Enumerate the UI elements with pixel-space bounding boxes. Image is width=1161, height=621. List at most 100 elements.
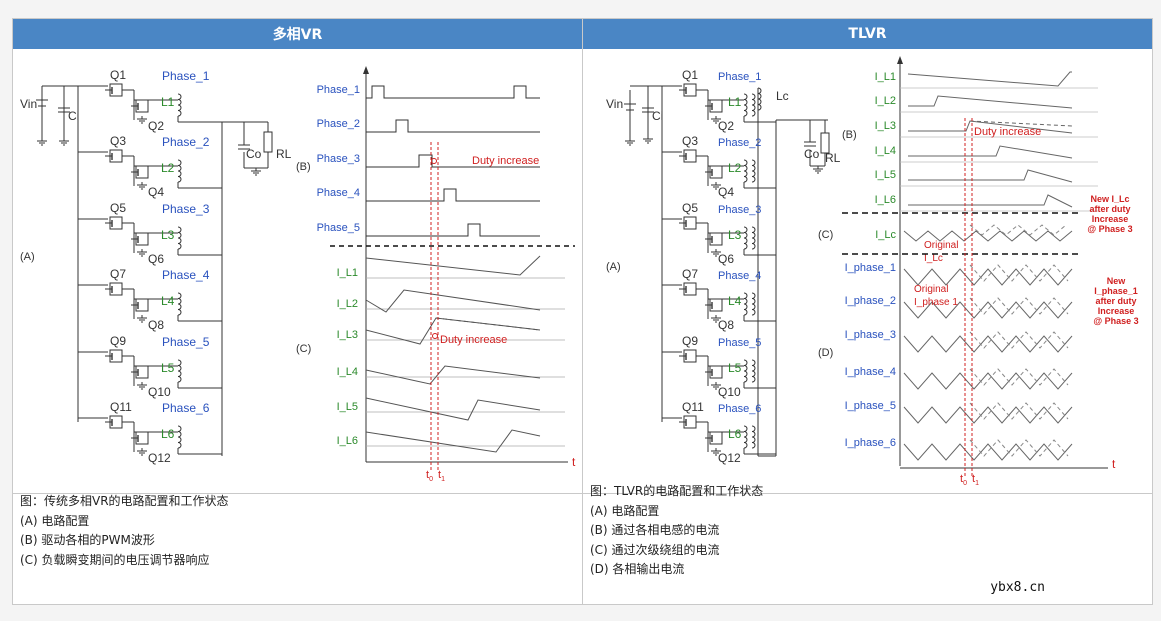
r-phase-label: Phase_5	[718, 337, 761, 349]
r-secondary-coil	[751, 93, 756, 117]
r-iphase-label: I_phase_3	[845, 329, 896, 341]
mosfet-label-high: Q9	[110, 334, 126, 348]
r-inductor-label: L6	[728, 427, 742, 441]
r-inductor-label: L1	[728, 95, 742, 109]
inductor-label: L6	[161, 427, 175, 441]
r-orig-ph-2: I_phase 1	[914, 297, 958, 308]
pwm-label: Phase_4	[317, 187, 360, 199]
left-label-a: (A)	[20, 251, 35, 263]
r-iphase-label: I_phase_1	[845, 262, 896, 274]
r-rl-resistor	[820, 132, 830, 154]
caption-left-title: 图：传统多相VR的电路配置和工作状态	[20, 494, 229, 508]
rl-resistor	[263, 131, 273, 153]
inductor-label: L1	[161, 95, 175, 109]
caption-right-d: (D) 各相输出电流	[590, 562, 685, 576]
pwm-label: Phase_3	[317, 153, 360, 165]
current-new-dashed	[435, 317, 541, 331]
caption-left: 图：传统多相VR的电路配置和工作状态 (A) 电路配置 (B) 驱动各相的PWM…	[20, 492, 229, 570]
ci-label: Ci	[68, 109, 79, 123]
r-secondary-coil	[751, 159, 756, 183]
current-label: I_L5	[337, 401, 358, 413]
r-mosfet-label-low: Q2	[718, 119, 734, 133]
r-iphase-new-dashed	[969, 368, 1069, 386]
r-phase-label: Phase_3	[718, 204, 761, 216]
duty-label-current: Duty increase	[440, 334, 507, 346]
inductor	[177, 359, 182, 383]
r-t0-label: t0	[960, 473, 967, 487]
current-waveform	[365, 289, 541, 313]
r-current-label: I_L1	[875, 71, 896, 83]
r-current-label: I_L5	[875, 169, 896, 181]
r-mosfet-label-high: Q9	[682, 334, 698, 348]
r-iphase-label: I_phase_2	[845, 295, 896, 307]
r-orig-ph-1: Original	[914, 284, 948, 295]
inductor-label: L3	[161, 228, 175, 242]
r-ilc-label: I_Lc	[875, 229, 896, 241]
vin-label: Vin	[20, 97, 37, 111]
left-label-b: (B)	[296, 161, 311, 173]
r-current-waveform	[908, 145, 1073, 159]
caption-divider	[13, 493, 1152, 494]
r-new-lc-text: after duty	[1089, 204, 1130, 214]
duty-label-pwm: Duty increase	[472, 155, 539, 167]
r-ilc-new-dashed	[969, 224, 1067, 236]
r-ilc-waveform	[903, 230, 1073, 242]
r-time-axis-label: t	[1112, 457, 1116, 471]
r-lc-inductor	[757, 87, 762, 111]
mosfet-label-low: Q4	[148, 185, 164, 199]
r-mosfet-label-high: Q3	[682, 134, 698, 148]
caption-right-title: 图：TLVR的电路配置和工作状态	[590, 484, 764, 498]
column-divider	[582, 19, 583, 604]
pwm-waveform	[366, 85, 540, 99]
mosfet-label-low: Q6	[148, 252, 164, 266]
r-current-label: I_L3	[875, 120, 896, 132]
co-label: Co	[246, 147, 262, 161]
r-current-waveform	[908, 120, 1073, 134]
r-phase-label: Phase_6	[718, 403, 761, 415]
r-inductor	[743, 359, 748, 383]
mosfet-label-low: Q12	[148, 451, 171, 465]
caption-right-c: (C) 通过次级绕组的电流	[590, 542, 720, 557]
r-t1-label: t1	[972, 473, 979, 487]
current-waveform	[365, 397, 541, 421]
inductor	[177, 93, 182, 117]
r-duty-label: Duty increase	[974, 126, 1041, 138]
r-iphase-waveform	[903, 443, 1073, 461]
r-secondary-coil	[751, 425, 756, 449]
r-new-ph-text: Increase	[1098, 306, 1135, 316]
phase-label: Phase_2	[162, 135, 210, 149]
r-lc-label: Lc	[776, 89, 789, 103]
left-axis-arrow	[363, 66, 369, 74]
r-iphase-label: I_phase_6	[845, 437, 896, 449]
r-secondary-coil	[751, 359, 756, 383]
r-axis-arrow	[897, 56, 903, 64]
r-current-waveform	[908, 194, 1073, 208]
r-new-lc-text: New I_Lc	[1090, 194, 1129, 204]
r-new-ph-text: after duty	[1095, 296, 1136, 306]
r-mosfet-label-low: Q8	[718, 318, 734, 332]
mosfet-label-low: Q2	[148, 119, 164, 133]
inductor	[177, 292, 182, 316]
r-current-waveform	[908, 169, 1073, 183]
r-inductor	[743, 226, 748, 250]
inductor	[177, 226, 182, 250]
r-new-ph-text: I_phase_1	[1094, 286, 1138, 296]
t1-label: t1	[438, 469, 445, 483]
pwm-waveform	[366, 188, 540, 202]
r-iphase-waveform	[903, 335, 1073, 353]
r-vin-label: Vin	[606, 97, 623, 111]
mosfet-label-low: Q10	[148, 385, 171, 399]
pwm-label: Phase_1	[317, 84, 360, 96]
r-iphase-new-dashed	[969, 402, 1069, 420]
figure-frame: 多相VR TLVR	[12, 18, 1153, 605]
header-tlvr: TLVR	[583, 19, 1152, 49]
r-current-waveform	[907, 71, 1072, 87]
r-iphase-label: I_phase_4	[845, 366, 896, 378]
caption-right-b: (B) 通过各相电感的电流	[590, 523, 720, 537]
inductor-label: L4	[161, 294, 175, 308]
r-mosfet-label-high: Q11	[682, 400, 704, 414]
rl-label: RL	[276, 147, 292, 161]
r-new-ph-text: @ Phase 3	[1093, 316, 1138, 326]
pwm-waveform	[366, 223, 540, 237]
